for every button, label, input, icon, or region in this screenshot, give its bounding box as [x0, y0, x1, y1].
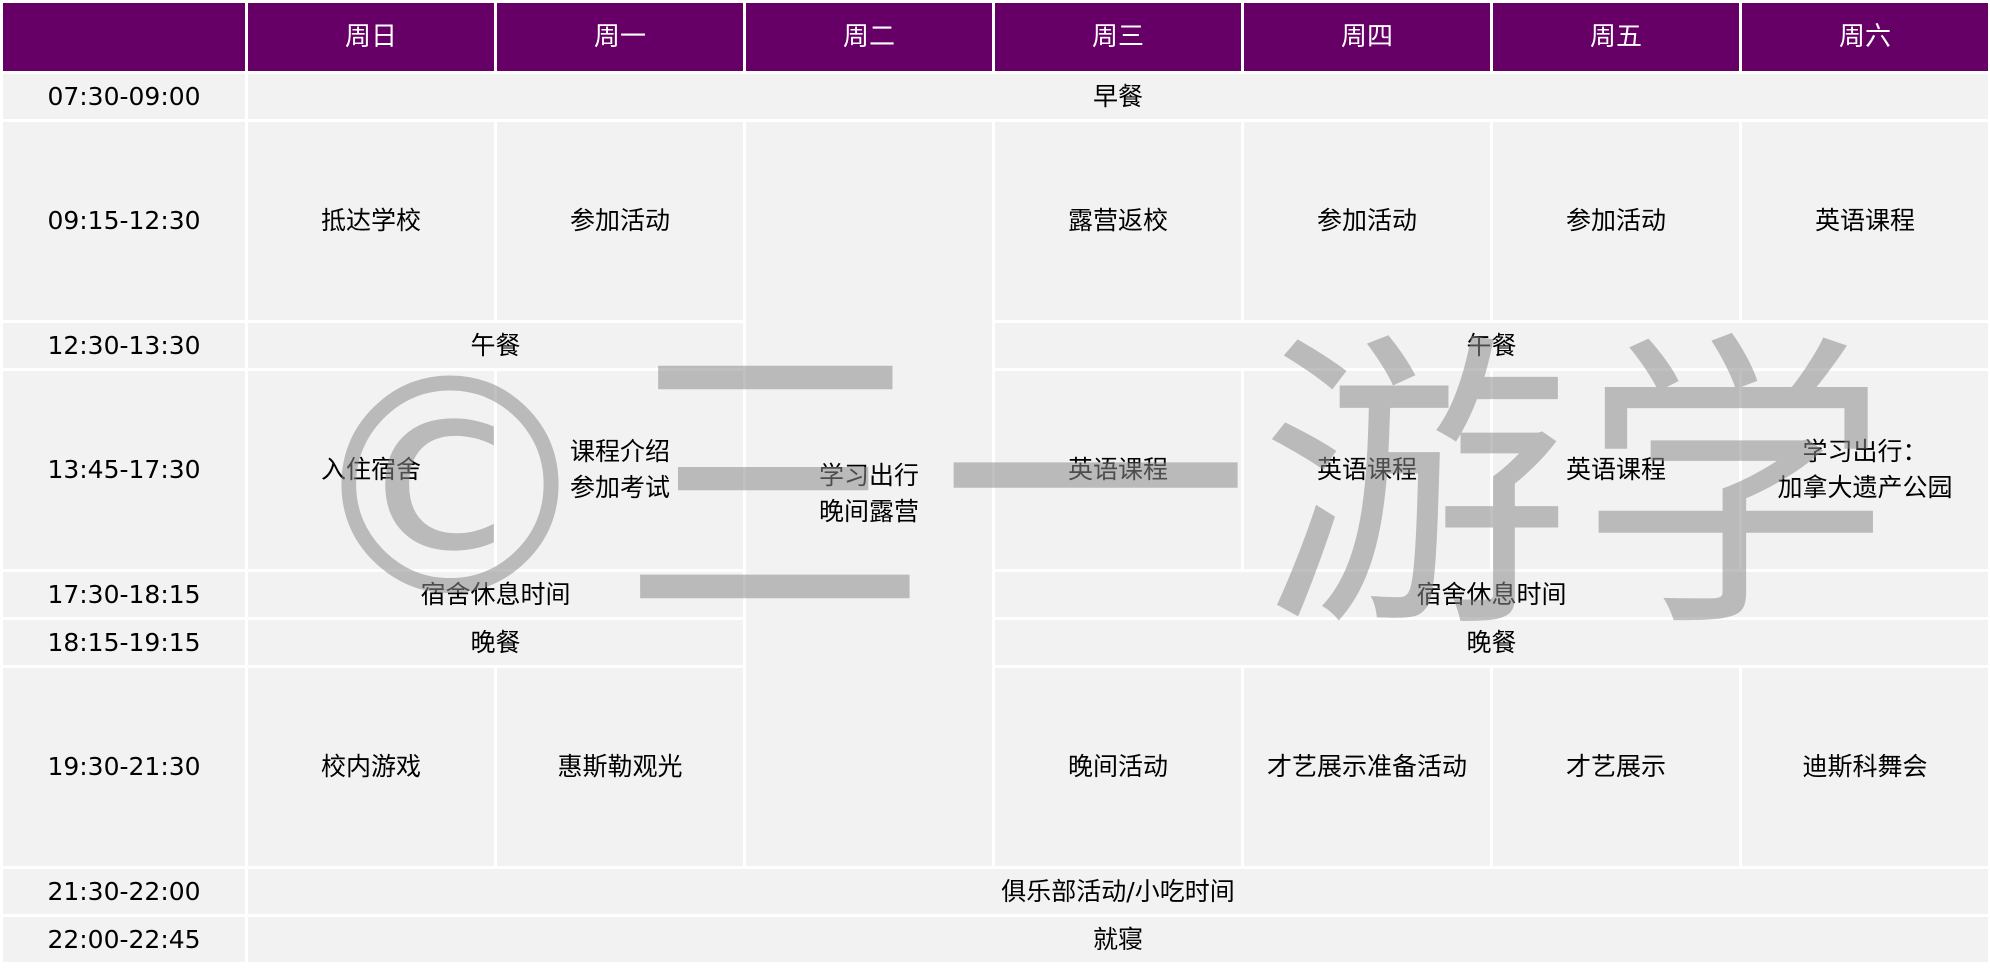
evening-sat-cell: 迪斯科舞会 — [1742, 668, 1988, 866]
time-cell: 12:30-13:30 — [3, 323, 245, 368]
morning-mon-cell: 参加活动 — [497, 122, 743, 320]
evening-sun-cell: 校内游戏 — [248, 668, 494, 866]
time-cell: 18:15-19:15 — [3, 620, 245, 665]
header-day-sun: 周日 — [248, 3, 494, 71]
header-day-sat: 周六 — [1742, 3, 1988, 71]
club-cell: 俱乐部活动/小吃时间 — [248, 869, 1988, 914]
header-day-fri: 周五 — [1493, 3, 1739, 71]
morning-fri-cell: 参加活动 — [1493, 122, 1739, 320]
afternoon-sat-cell: 学习出行： 加拿大遗产公园 — [1742, 371, 1988, 569]
tue-trip-text: 学习出行 晚间露营 — [819, 458, 919, 530]
tue-trip-cell: 学习出行 晚间露营 — [746, 122, 992, 866]
row-breakfast: 07:30-09:00 早餐 — [3, 74, 1988, 119]
rest-right-cell: 宿舍休息时间 — [995, 572, 1988, 617]
afternoon-mon-cell: 课程介绍 参加考试 — [497, 371, 743, 569]
header-day-tue: 周二 — [746, 3, 992, 71]
time-cell: 09:15-12:30 — [3, 122, 245, 320]
time-cell: 22:00-22:45 — [3, 917, 245, 962]
breakfast-cell: 早餐 — [248, 74, 1988, 119]
dinner-left-cell: 晚餐 — [248, 620, 743, 665]
row-morning: 09:15-12:30 抵达学校 参加活动 学习出行 晚间露营 露营返校 参加活… — [3, 122, 1988, 866]
row-lunch: 12:30-13:30 午餐 午餐 — [3, 323, 1988, 368]
row-sleep: 22:00-22:45 就寝 — [3, 917, 1988, 962]
evening-wed-cell: 晚间活动 — [995, 668, 1241, 866]
lunch-right-cell: 午餐 — [995, 323, 1988, 368]
afternoon-sun-cell: 入住宿舍 — [248, 371, 494, 569]
sleep-cell: 就寝 — [248, 917, 1988, 962]
header-day-wed: 周三 — [995, 3, 1241, 71]
row-rest: 17:30-18:15 宿舍休息时间 宿舍休息时间 — [3, 572, 1988, 617]
rest-left-cell: 宿舍休息时间 — [248, 572, 743, 617]
tue-trip-line2: 晚间露营 — [818, 497, 919, 526]
header-day-mon: 周一 — [497, 3, 743, 71]
afternoon-sat-line1: 学习出行： — [1802, 437, 1928, 466]
header-row: 周日 周一 周二 周三 周四 周五 周六 — [3, 3, 1988, 71]
afternoon-wed-cell: 英语课程 — [995, 371, 1241, 569]
time-cell: 21:30-22:00 — [3, 869, 245, 914]
row-afternoon: 13:45-17:30 入住宿舍 课程介绍 参加考试 英语课程 英语课程 英语课… — [3, 371, 1988, 569]
evening-mon-cell: 惠斯勒观光 — [497, 668, 743, 866]
row-dinner: 18:15-19:15 晚餐 晚餐 — [3, 620, 1988, 665]
row-evening: 19:30-21:30 校内游戏 惠斯勒观光 晚间活动 才艺展示准备活动 才艺展… — [3, 668, 1988, 866]
dinner-right-cell: 晚餐 — [995, 620, 1988, 665]
time-cell: 13:45-17:30 — [3, 371, 245, 569]
afternoon-mon-line1: 课程介绍 — [569, 437, 670, 466]
evening-fri-cell: 才艺展示 — [1493, 668, 1739, 866]
time-cell: 17:30-18:15 — [3, 572, 245, 617]
morning-thu-cell: 参加活动 — [1244, 122, 1490, 320]
afternoon-mon-text: 课程介绍 参加考试 — [570, 434, 670, 506]
afternoon-thu-cell: 英语课程 — [1244, 371, 1490, 569]
header-day-thu: 周四 — [1244, 3, 1490, 71]
morning-sun-cell: 抵达学校 — [248, 122, 494, 320]
evening-thu-cell: 才艺展示准备活动 — [1244, 668, 1490, 866]
morning-sat-cell: 英语课程 — [1742, 122, 1988, 320]
time-cell: 19:30-21:30 — [3, 668, 245, 866]
afternoon-sat-line2: 加拿大遗产公园 — [1777, 473, 1953, 502]
afternoon-sat-text: 学习出行： 加拿大遗产公园 — [1777, 434, 1952, 506]
lunch-left-cell: 午餐 — [248, 323, 743, 368]
morning-wed-cell: 露营返校 — [995, 122, 1241, 320]
header-corner — [3, 3, 245, 71]
afternoon-mon-line2: 参加考试 — [569, 473, 670, 502]
afternoon-fri-cell: 英语课程 — [1493, 371, 1739, 569]
tue-trip-line1: 学习出行 — [818, 461, 919, 490]
time-cell: 07:30-09:00 — [3, 74, 245, 119]
row-club: 21:30-22:00 俱乐部活动/小吃时间 — [3, 869, 1988, 914]
